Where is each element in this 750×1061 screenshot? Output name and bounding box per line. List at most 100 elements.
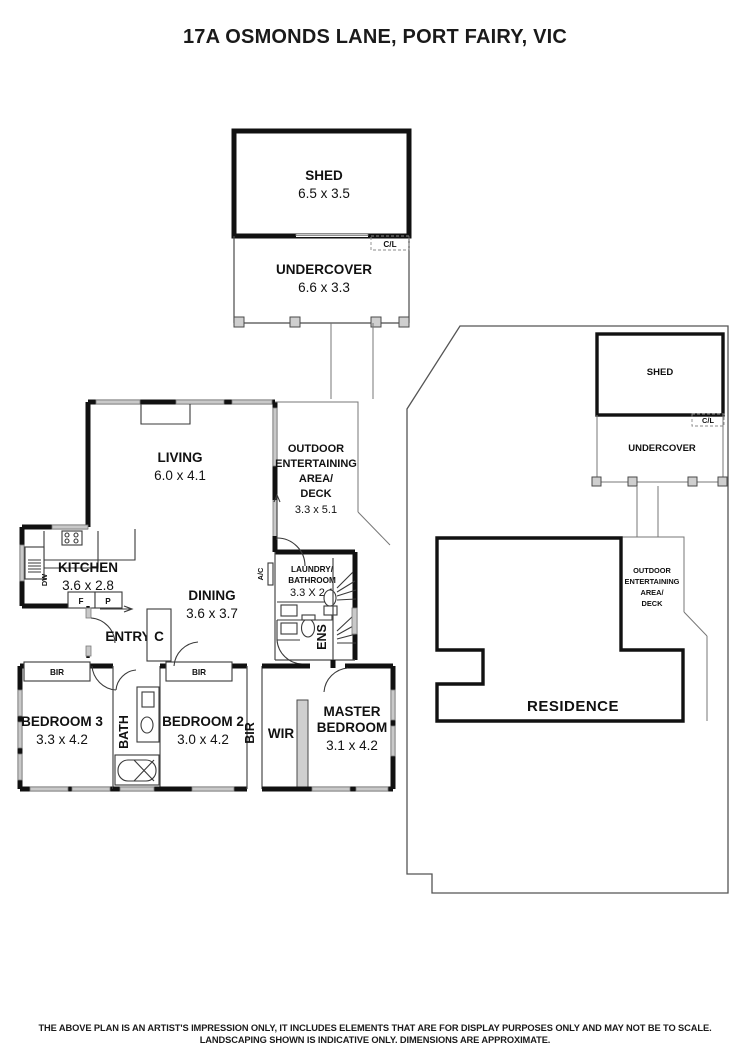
- deck-outline: [275, 401, 359, 512]
- living-bay-seat: [140, 404, 191, 425]
- undercover-block: C/L UNDERCOVER 6.6 x 3.3: [233, 235, 410, 399]
- window-living-1: [95, 399, 141, 405]
- laundry-trough-1: [280, 604, 298, 617]
- bir-label-3: BIR: [243, 722, 257, 744]
- residence-label: RESIDENCE: [527, 698, 619, 715]
- window-deck-1: [272, 407, 278, 467]
- aircon-label: A/C: [256, 567, 265, 580]
- bedroom2-label: BEDROOM 2: [162, 714, 244, 729]
- site-shed-label: SHED: [647, 367, 674, 378]
- entry-door-panel-bot: [85, 645, 92, 657]
- shed-block: SHED 6.5 x 3.5: [231, 128, 412, 239]
- residence-footprint: [435, 536, 685, 723]
- bed2-door-swing: [173, 641, 199, 667]
- window-living-2: [175, 399, 225, 405]
- bathroom: BATH: [112, 666, 161, 792]
- shower-fan-2: [336, 615, 357, 644]
- site-post-4: [717, 476, 728, 487]
- toilet-bowl: [300, 618, 316, 638]
- undercover-label: UNDERCOVER: [276, 262, 372, 277]
- site-post-2: [627, 476, 638, 487]
- site-plan: SHED C/L UNDERCOVER OUTDOOR ENTERTAINING…: [406, 325, 729, 894]
- bir-bed3: [23, 661, 91, 682]
- bedroom-2: BIR BEDROOM 2 3.0 x 4.2: [160, 641, 248, 792]
- bath-tub-inner: [117, 759, 157, 782]
- window-bed3-3: [17, 753, 23, 781]
- deck-label-1: OUTDOOR: [288, 443, 344, 455]
- site-cl-label: C/L: [702, 416, 714, 425]
- bir-bed2: [165, 661, 233, 682]
- dishwasher-label: DW: [40, 574, 49, 586]
- master-label-1: MASTER: [324, 704, 381, 719]
- site-cl-box: [691, 413, 725, 427]
- window-bed2-1: [191, 786, 235, 792]
- shed-dim: 6.5 x 3.5: [298, 186, 350, 201]
- entry-cupboard: [146, 608, 172, 662]
- window-kitchen: [19, 544, 25, 582]
- deck-label-2: ENTERTAINING: [275, 458, 357, 470]
- pantry-box: [94, 591, 123, 609]
- kitchen-label: KITCHEN: [58, 560, 118, 575]
- cooktop-burner-3: [64, 538, 70, 544]
- window-master-4: [355, 786, 389, 792]
- site-deck-label-1: OUTDOOR: [633, 566, 671, 575]
- living-room: LIVING 6.0 x 4.1: [85, 399, 278, 527]
- bir-label-2: BIR: [192, 668, 206, 677]
- kitchen-dim: 3.6 x 2.8: [62, 578, 114, 593]
- site-connectors: [636, 486, 659, 537]
- window-deck-2: [272, 497, 278, 539]
- kitchen: DW KITCHEN 3.6 x 2.8 F P: [19, 524, 136, 609]
- window-kitchen-top: [51, 524, 89, 530]
- fridge-label: F: [78, 597, 83, 606]
- bath-door-swing: [115, 669, 137, 691]
- post-3: [370, 316, 382, 328]
- shower-fan-1: [336, 571, 357, 601]
- entry-hall: ENTRY C: [85, 605, 172, 662]
- cl-label: C/L: [383, 240, 396, 249]
- basin-ens: [323, 589, 337, 607]
- laundry-label-1: LAUNDRY/: [291, 565, 334, 574]
- laundry-bathroom: LAUNDRY/ BATHROOM 3.3 X 2.1 A/C ENS: [256, 537, 358, 665]
- site-deck-diagonal: [683, 611, 708, 637]
- window-bath: [119, 786, 155, 792]
- outdoor-entertaining-deck: OUTDOOR ENTERTAINING AREA/ DECK 3.3 x 5.…: [273, 401, 391, 546]
- aircon-unit: [267, 562, 274, 586]
- site-deck-outline: [621, 536, 685, 612]
- window-bed3-5: [71, 786, 111, 792]
- dining-label: DINING: [188, 588, 235, 603]
- toilet-cistern: [301, 614, 316, 621]
- bath-basin: [140, 716, 154, 734]
- laundry-label-2: BATHROOM: [288, 576, 336, 585]
- living-label: LIVING: [157, 450, 202, 465]
- master-door-swing: [323, 667, 349, 693]
- deck-diagonal: [357, 511, 391, 546]
- basin-vanity: [323, 605, 338, 616]
- site-post-1: [591, 476, 602, 487]
- entry-label: ENTRY: [105, 629, 150, 644]
- bir-label-1: BIR: [50, 668, 64, 677]
- cooktop: [61, 530, 83, 546]
- disclaimer-note: THE ABOVE PLAN IS AN ARTIST'S IMPRESSION…: [0, 1022, 750, 1047]
- wir-zone: BIR WIR: [243, 666, 309, 792]
- page-title: 17A OSMONDS LANE, PORT FAIRY, VIC: [182, 26, 568, 48]
- undercover-dim: 6.6 x 3.3: [298, 280, 350, 295]
- cooktop-burner-2: [73, 532, 79, 538]
- deck-arrow: [273, 493, 281, 540]
- laundry-dim: 3.3 X 2.1: [290, 587, 334, 599]
- wir-robe: [296, 699, 309, 790]
- dining-dim: 3.6 x 3.7: [186, 606, 238, 621]
- window-living-3: [231, 399, 273, 405]
- wir-label: WIR: [268, 726, 294, 741]
- window-master-3: [311, 786, 351, 792]
- entry-cupboard-label: C: [154, 629, 164, 644]
- shed-fill: [236, 133, 407, 234]
- site-undercover-label: UNDERCOVER: [628, 443, 696, 454]
- dining-room: DINING 3.6 x 3.7: [186, 588, 238, 621]
- master-bedroom: MASTER BEDROOM 3.1 x 4.2: [262, 660, 396, 792]
- shed-door: [295, 233, 369, 236]
- cooktop-burner-1: [64, 532, 70, 538]
- sink-drainer: [28, 559, 41, 573]
- site-deck-label-4: DECK: [642, 599, 664, 608]
- disclaimer-line-1: THE ABOVE PLAN IS AN ARTIST'S IMPRESSION…: [38, 1022, 712, 1033]
